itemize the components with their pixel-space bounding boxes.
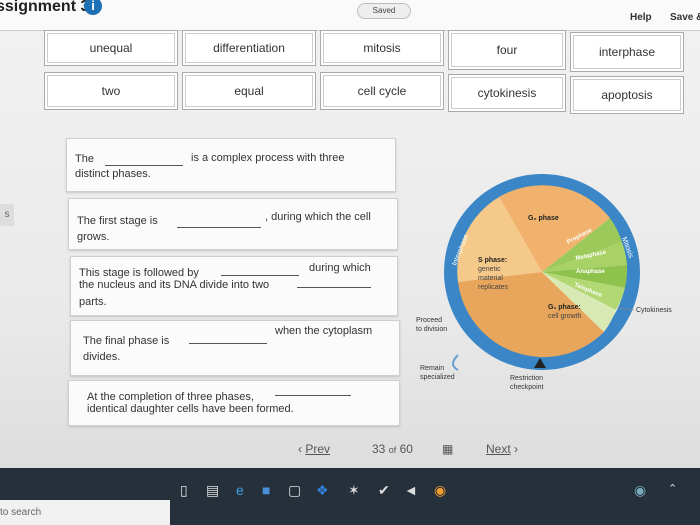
file-explorer-icon[interactable]: ▢ bbox=[288, 482, 302, 498]
question-3: This stage is followed by during which t… bbox=[70, 256, 398, 316]
telophase-wedge bbox=[542, 272, 625, 310]
q5-text-a: At the completion of three phases, bbox=[87, 391, 254, 403]
word-tile-equal[interactable]: equal bbox=[182, 72, 316, 110]
restriction-label: Restriction bbox=[510, 375, 543, 382]
cytokinesis-label: Cytokinesis bbox=[636, 307, 672, 314]
word-tile-two[interactable]: two bbox=[44, 72, 178, 110]
g2-label: G₂ phase bbox=[528, 215, 559, 222]
q4-text-a: The final phase is bbox=[83, 335, 170, 347]
g2-wedge bbox=[499, 185, 610, 272]
save-exit-button[interactable]: Save & bbox=[670, 12, 700, 23]
q1-text-b: is a complex process with three bbox=[191, 152, 345, 164]
app-icon[interactable]: ◄ bbox=[404, 482, 418, 498]
q5-drop-blank[interactable] bbox=[275, 395, 351, 396]
settings-icon[interactable]: ✶ bbox=[348, 482, 360, 498]
groove-icon[interactable]: ✔ bbox=[378, 482, 390, 498]
q2-drop-blank[interactable] bbox=[177, 227, 261, 228]
cell-cycle-diagram: G₂ phase S phase: genetic material repli… bbox=[416, 174, 672, 391]
notification-icon[interactable]: ◉ bbox=[634, 482, 647, 498]
s-phase-line-3: material bbox=[478, 275, 503, 282]
current-page: 33 bbox=[372, 442, 386, 456]
q4-text-b: when the cytoplasm bbox=[275, 325, 373, 337]
q5-text-b: identical daughter cells have been forme… bbox=[87, 403, 294, 415]
tray-up-arrow-icon[interactable]: ⌃ bbox=[668, 483, 678, 495]
search-placeholder: to search bbox=[0, 507, 42, 518]
g1-desc: cell growth bbox=[548, 313, 582, 320]
saved-status-badge: Saved bbox=[357, 3, 411, 19]
word-tile-unequal[interactable]: unequal bbox=[44, 30, 178, 66]
prophase-wedge bbox=[542, 218, 622, 272]
q3-text-c: the nucleus and its DNA divide into two bbox=[79, 279, 270, 291]
prev-label: Prev bbox=[305, 442, 331, 456]
page-of: of bbox=[388, 445, 397, 455]
remain-label: Remain bbox=[420, 365, 444, 372]
help-button[interactable]: Help bbox=[630, 12, 652, 23]
edge-icon[interactable]: e bbox=[236, 482, 244, 498]
taskbar-search[interactable]: to search bbox=[0, 500, 170, 525]
anaphase-label: Anaphase bbox=[576, 269, 605, 275]
question-4: The final phase is when the cytoplasm di… bbox=[70, 320, 400, 376]
question-1: The is a complex process with three dist… bbox=[66, 138, 396, 192]
g1-wedge bbox=[458, 272, 604, 358]
next-button[interactable]: Next › bbox=[486, 442, 518, 456]
q1-text-c: distinct phases. bbox=[75, 168, 151, 180]
word-tile-interphase[interactable]: interphase bbox=[570, 32, 684, 72]
metaphase-wedge bbox=[542, 242, 627, 272]
assignment-title: ssignment 3 bbox=[0, 0, 90, 15]
s-phase-line-4: replicates bbox=[478, 284, 508, 291]
s-phase-wedge bbox=[457, 197, 542, 282]
store-icon[interactable]: ▤ bbox=[206, 482, 220, 498]
total-pages: 60 bbox=[399, 442, 413, 456]
q1-drop-blank[interactable] bbox=[105, 165, 183, 166]
remain-arrow bbox=[452, 354, 459, 371]
proceed-label: Proceed bbox=[416, 317, 442, 324]
info-icon[interactable]: i bbox=[84, 0, 102, 15]
question-2: The first stage is , during which the ce… bbox=[68, 198, 398, 250]
q3-text-b: during which bbox=[309, 262, 371, 274]
chrome-icon[interactable]: ◉ bbox=[434, 482, 447, 498]
q3-text-a: This stage is followed by bbox=[79, 267, 199, 279]
g1-label: G₁ phase: bbox=[548, 304, 581, 311]
q4-text-c: divides. bbox=[83, 351, 121, 363]
word-tile-cytokinesis[interactable]: cytokinesis bbox=[448, 74, 566, 112]
cytokinesis-pointer bbox=[617, 307, 635, 311]
chevron-right-icon: › bbox=[510, 442, 519, 456]
restriction-checkpoint-marker bbox=[534, 358, 546, 368]
question-5: At the completion of three phases, ident… bbox=[68, 380, 400, 426]
cytokinesis-wedge bbox=[542, 272, 616, 332]
q3-drop-blank-2[interactable] bbox=[297, 287, 371, 288]
dropbox-icon[interactable]: ❖ bbox=[316, 482, 329, 498]
q3-drop-blank-1[interactable] bbox=[221, 275, 299, 276]
side-tab[interactable]: s bbox=[0, 204, 14, 226]
top-bar: ssignment 3 i Saved Help Save & bbox=[0, 0, 700, 31]
q4-drop-blank[interactable] bbox=[189, 343, 267, 344]
prev-button[interactable]: ‹ Prev bbox=[298, 442, 330, 456]
anaphase-wedge bbox=[542, 265, 628, 288]
grid-view-icon[interactable]: ▦ bbox=[442, 442, 455, 456]
proceed-label-2: to division bbox=[416, 326, 447, 333]
task-view-icon[interactable]: ▯ bbox=[180, 482, 188, 498]
s-phase-line-2: genetic bbox=[478, 266, 501, 273]
q3-text-d: parts. bbox=[79, 296, 107, 308]
page-indicator: 33 of 60 bbox=[372, 442, 413, 456]
q1-text-a: The bbox=[75, 153, 94, 165]
word-tile-apoptosis[interactable]: apoptosis bbox=[570, 76, 684, 114]
next-label: Next bbox=[486, 442, 511, 456]
word-tile-four[interactable]: four bbox=[448, 30, 566, 70]
s-phase-label: S phase: bbox=[478, 257, 507, 264]
q2-text-b: , during which the cell bbox=[265, 211, 371, 223]
restriction-label-2: checkpoint bbox=[510, 384, 544, 391]
mail-icon[interactable]: ■ bbox=[262, 482, 271, 498]
word-tile-mitosis[interactable]: mitosis bbox=[320, 30, 444, 66]
chevron-left-icon: ‹ bbox=[298, 442, 306, 456]
word-tile-cell-cycle[interactable]: cell cycle bbox=[320, 72, 444, 110]
q2-text-a: The first stage is bbox=[77, 215, 158, 227]
remain-label-2: specialized bbox=[420, 374, 455, 381]
word-tile-differentiation[interactable]: differentiation bbox=[182, 30, 316, 66]
q2-text-c: grows. bbox=[77, 231, 110, 243]
